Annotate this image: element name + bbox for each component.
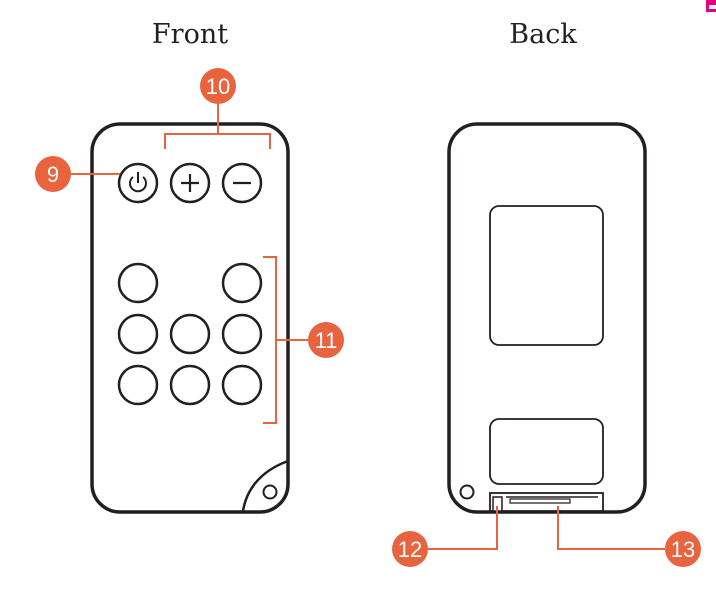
keypad-button-r1c1[interactable] (117, 262, 159, 304)
keypad-button-r3c2[interactable] (169, 364, 211, 406)
plus-icon (181, 174, 199, 192)
callout-10-badge (200, 68, 236, 104)
callout-13-leader (557, 506, 665, 550)
callout-11-label: 11 (315, 328, 338, 353)
keypad-button-r1c3[interactable] (221, 262, 263, 304)
front-corner-hole (262, 484, 278, 500)
callout-9-label: 9 (47, 162, 59, 187)
callout-13-badge (665, 531, 701, 567)
callout-12-leader (428, 506, 498, 550)
back-title: Back (509, 19, 577, 50)
keypad-button-r2c2[interactable] (169, 313, 211, 355)
keypad-button-r2c1[interactable] (117, 313, 159, 355)
back-remote-body (447, 122, 647, 514)
keypad-button-r2c3[interactable] (221, 313, 263, 355)
callout-11-badge (308, 322, 344, 358)
callout-10-label: 10 (206, 74, 230, 99)
front-title: Front (152, 19, 228, 50)
volume-down-button[interactable] (221, 162, 263, 204)
front-remote (90, 122, 290, 514)
front-corner-panel (241, 459, 289, 512)
callout-13-label: 13 (671, 537, 695, 562)
callout-12-label: 12 (398, 537, 422, 562)
battery-cover (489, 418, 604, 485)
callout-12-badge (392, 531, 428, 567)
battery-compartment (489, 492, 604, 512)
back-label-panel (489, 205, 604, 346)
keypad-button-r3c1[interactable] (117, 364, 159, 406)
power-button[interactable] (117, 162, 159, 204)
back-corner-hole (459, 484, 475, 500)
callout-9-badge (35, 156, 71, 192)
corner-mark-notch (709, 5, 716, 9)
volume-up-button[interactable] (169, 162, 211, 204)
keypad-button-r3c3[interactable] (221, 364, 263, 406)
back-remote (447, 122, 647, 514)
power-icon (129, 172, 147, 193)
